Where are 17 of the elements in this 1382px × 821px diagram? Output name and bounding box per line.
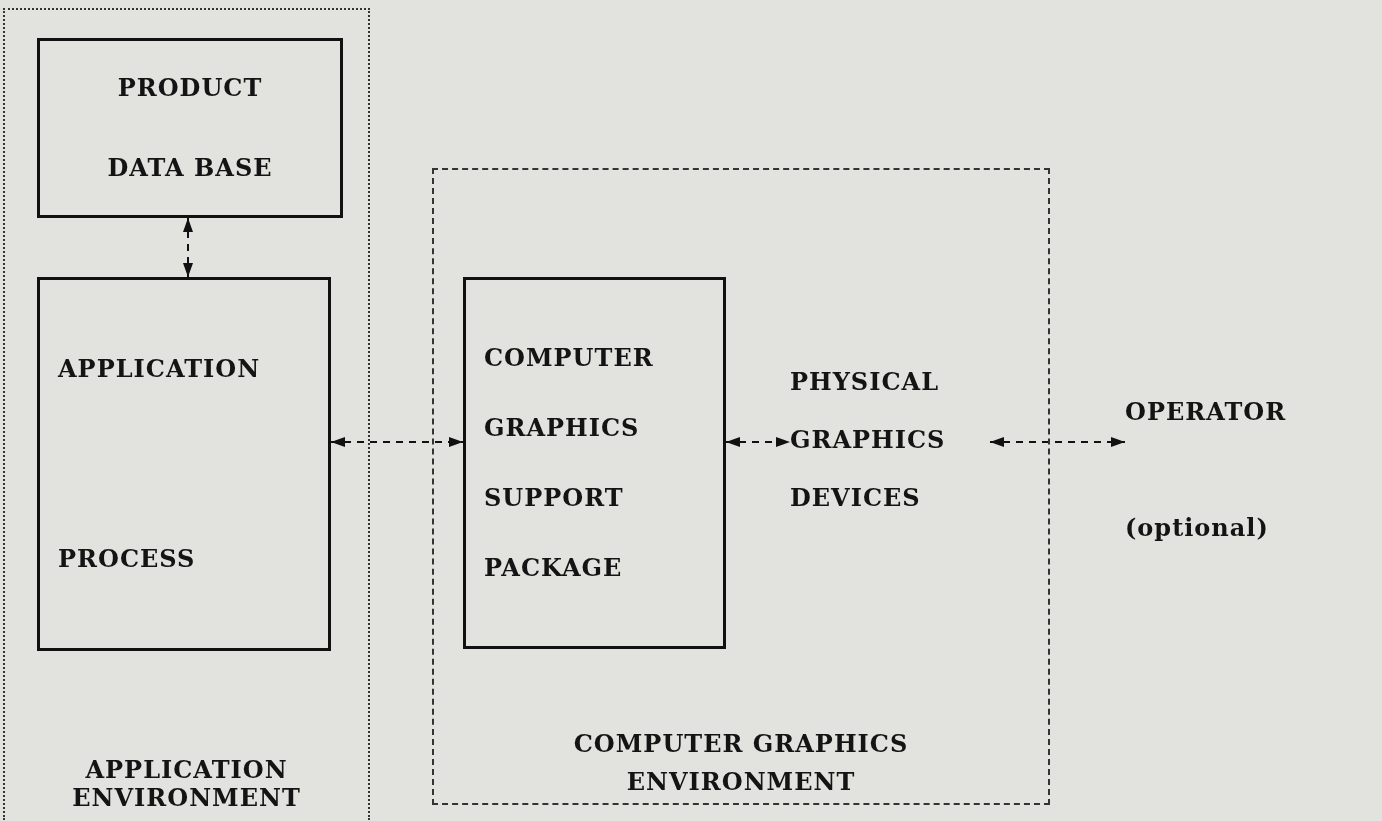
dashed-arrow bbox=[330, 437, 464, 447]
process-box bbox=[37, 38, 343, 218]
environment-boundary bbox=[432, 168, 1050, 805]
process-box bbox=[37, 277, 331, 651]
node-label: (optional) bbox=[1125, 516, 1269, 540]
node-label: OPERATOR bbox=[1125, 400, 1287, 424]
environment-label: APPLICATION ENVIRONMENT bbox=[71, 756, 302, 812]
process-box bbox=[463, 277, 726, 649]
box-label: COMPUTER GRAPHICS SUPPORT PACKAGE bbox=[484, 342, 655, 584]
box-label: APPLICATION PROCESS bbox=[58, 353, 262, 575]
node-label: PHYSICAL GRAPHICS DEVICES bbox=[790, 366, 947, 514]
environment-boundary bbox=[3, 8, 370, 820]
dashed-arrow bbox=[725, 437, 791, 447]
environment-label: COMPUTER GRAPHICS ENVIRONMENT bbox=[572, 728, 910, 798]
dashed-arrow bbox=[989, 437, 1126, 447]
box-label: PRODUCT DATA BASE bbox=[106, 72, 274, 184]
dashed-arrow bbox=[183, 217, 193, 278]
